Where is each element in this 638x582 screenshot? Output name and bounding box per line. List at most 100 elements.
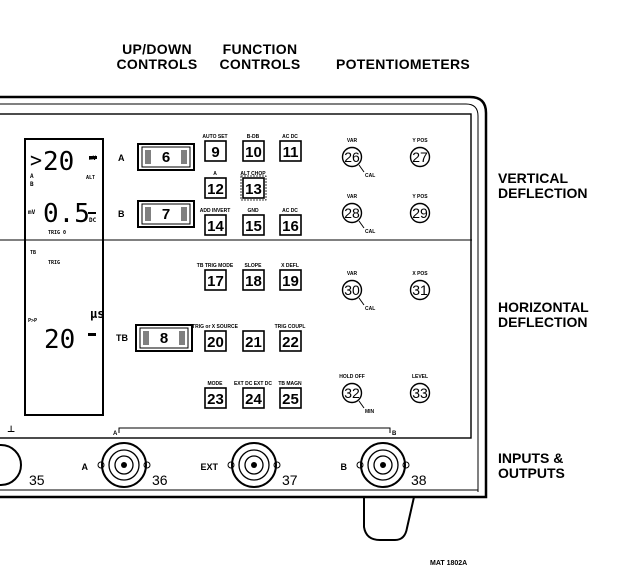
lcd-label-alt: ALT xyxy=(86,175,95,181)
potentiometer-cal-label: CAL xyxy=(365,173,375,179)
header-updown-line2: CONTROLS xyxy=(117,56,198,72)
connector-36[interactable]: A 36 xyxy=(82,442,168,488)
function-button-number: 14 xyxy=(207,218,224,235)
header-potentiometers: POTENTIOMETERS xyxy=(336,56,470,72)
potentiometer-number: 30 xyxy=(344,282,360,298)
function-button-16[interactable]: AC DC 16 xyxy=(279,208,302,236)
figure-code: MAT 1802A xyxy=(430,560,467,567)
function-button-15[interactable]: GND 15 xyxy=(242,208,265,236)
lcd-readout-tb: 20 xyxy=(44,325,75,355)
potentiometer-label: VAR xyxy=(347,138,358,144)
function-button-label: MODE xyxy=(208,381,224,387)
connector-number: 35 xyxy=(29,472,45,488)
roller-channel-a-label: A xyxy=(118,153,125,163)
lcd-indicator-a: > xyxy=(30,148,42,172)
function-button-number: 15 xyxy=(245,218,262,235)
function-button-label: ADD INVERT xyxy=(200,208,231,214)
input-bracket-left-label: A xyxy=(113,431,118,437)
function-button-number: 19 xyxy=(282,273,299,290)
potentiometer-27[interactable]: Y POS 27 xyxy=(409,138,431,168)
potentiometer-label: Y POS xyxy=(412,138,428,144)
function-button-number: 11 xyxy=(283,144,299,161)
updown-roller-6[interactable]: 6 xyxy=(137,143,195,171)
header-updown-line1: UP/DOWN xyxy=(122,41,192,57)
connector-35[interactable]: 35 xyxy=(0,444,45,488)
potentiometer-number: 28 xyxy=(344,205,360,221)
potentiometer-number: 27 xyxy=(412,149,428,165)
updown-roller-7[interactable]: 7 xyxy=(137,200,195,228)
function-button-21[interactable]: 21 xyxy=(242,330,265,352)
potentiometer-number: 26 xyxy=(344,149,360,165)
function-button-label: SLOPE xyxy=(245,263,263,269)
connector-number: 38 xyxy=(411,472,427,488)
function-button-number: 10 xyxy=(245,144,262,161)
function-button-number: 23 xyxy=(207,391,224,408)
updown-roller-8[interactable]: 8 xyxy=(135,324,193,352)
function-button-label: AC DC xyxy=(282,208,298,214)
lcd-display xyxy=(24,138,104,416)
lcd-label-b: B xyxy=(30,181,34,188)
potentiometer-label: VAR xyxy=(347,271,358,277)
lcd-label-mv-b: mV xyxy=(28,209,36,216)
function-button-14[interactable]: ADD INVERT 14 xyxy=(200,208,231,236)
lcd-label-trig0: TRIG 0 xyxy=(48,230,66,236)
function-button-number: 16 xyxy=(282,218,299,235)
lcd-label-trig: TRIG xyxy=(48,260,60,266)
control-panel-frame xyxy=(0,113,472,439)
connector-38[interactable]: B 38 xyxy=(341,442,427,488)
lcd-label-pmp: P>P xyxy=(28,318,37,324)
function-button-label: ALT CHOP xyxy=(240,171,266,177)
potentiometer-number: 29 xyxy=(412,205,428,221)
function-button-number: 20 xyxy=(207,334,224,351)
function-button-number: 18 xyxy=(245,273,262,290)
lcd-bar-b xyxy=(88,212,96,214)
potentiometer-cal-label: CAL xyxy=(365,306,375,312)
lcd-label-a: A xyxy=(30,173,34,180)
potentiometer-number: 31 xyxy=(412,282,428,298)
function-button-number: 25 xyxy=(282,391,299,408)
vertical-deflection-line2: DEFLECTION xyxy=(498,185,587,201)
vertical-deflection-line1: VERTICAL xyxy=(498,170,568,186)
function-button-label: A xyxy=(213,171,217,177)
horizontal-deflection-line2: DEFLECTION xyxy=(498,314,587,330)
function-button-12[interactable]: A12 xyxy=(204,171,227,199)
lcd-bar-tb xyxy=(88,333,96,336)
header-function-line1: FUNCTION xyxy=(223,41,298,57)
potentiometer-label: Y POS xyxy=(412,194,428,200)
potentiometer-29[interactable]: Y POS 29 xyxy=(409,194,431,224)
function-button-label: TB TRIG MODE xyxy=(197,263,234,269)
connector-number: 36 xyxy=(152,472,168,488)
function-button-23[interactable]: MODE 23 xyxy=(204,381,227,409)
input-bracket-right-label: B xyxy=(392,431,397,437)
potentiometer-cal-label: MIN xyxy=(365,409,375,415)
function-button-label: AUTO SET xyxy=(202,134,227,140)
inputs-outputs-line2: OUTPUTS xyxy=(498,465,565,481)
updown-roller-number: 6 xyxy=(162,149,170,166)
input-bracket xyxy=(118,427,391,433)
instrument-foot xyxy=(363,496,415,541)
function-button-label: GND xyxy=(247,208,259,214)
connector-label: A xyxy=(82,462,89,472)
connector-label: B xyxy=(341,462,348,472)
function-button-number: 22 xyxy=(282,334,299,351)
horizontal-deflection-line1: HORIZONTAL xyxy=(498,299,589,315)
function-button-18[interactable]: SLOPE 18 xyxy=(242,263,265,291)
